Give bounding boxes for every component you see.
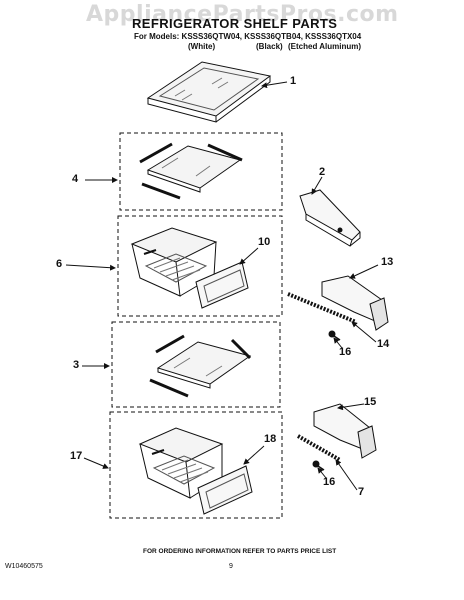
diagram-title: REFRIGERATOR SHELF PARTS	[132, 16, 338, 31]
part-1-glass-shelf	[146, 61, 272, 123]
group-box-3	[111, 321, 281, 408]
models-line: For Models: KSSS36QTW04, KSSS36QTB04, KS…	[134, 32, 362, 41]
part-2-shelf-bracket	[299, 189, 361, 247]
callout-10: 10	[258, 236, 271, 248]
part-13-slide-cover	[321, 275, 389, 331]
ordering-note: FOR ORDERING INFORMATION REFER TO PARTS …	[143, 548, 337, 555]
callout-18: 18	[264, 433, 277, 445]
callout-15: 15	[364, 396, 377, 408]
callout-13: 13	[381, 256, 394, 268]
part-18-drawer-front	[197, 465, 253, 515]
part-10-drawer-front	[195, 261, 249, 309]
finish-black: (Black)	[256, 42, 283, 51]
document-id: W10460575	[5, 563, 43, 570]
part-7-drawer-rail	[297, 434, 341, 462]
callout-16-lower: 16	[323, 476, 336, 488]
finish-white: (White)	[188, 42, 216, 51]
callout-3: 3	[73, 359, 80, 371]
page-number: 9	[229, 563, 233, 570]
callout-6: 6	[56, 258, 63, 270]
watermark: AppliancePartsPros.com	[86, 2, 399, 27]
callout-7: 7	[358, 486, 365, 498]
group-box-17	[109, 411, 283, 519]
group-box-6	[117, 215, 283, 317]
part-4-glass-shelf	[139, 142, 243, 200]
group-box-4	[119, 132, 283, 211]
part-14-drawer-rail	[287, 292, 357, 324]
callout-1: 1	[290, 75, 297, 87]
callout-4: 4	[72, 173, 79, 185]
callout-16: 16	[339, 346, 352, 358]
callout-14: 14	[377, 338, 390, 350]
finish-etched-aluminum: (Etched Aluminum)	[288, 42, 362, 51]
callout-17: 17	[70, 450, 83, 462]
callout-2: 2	[319, 166, 326, 178]
part-15-slide-cover	[313, 403, 377, 459]
part-3-glass-shelf	[149, 334, 252, 398]
